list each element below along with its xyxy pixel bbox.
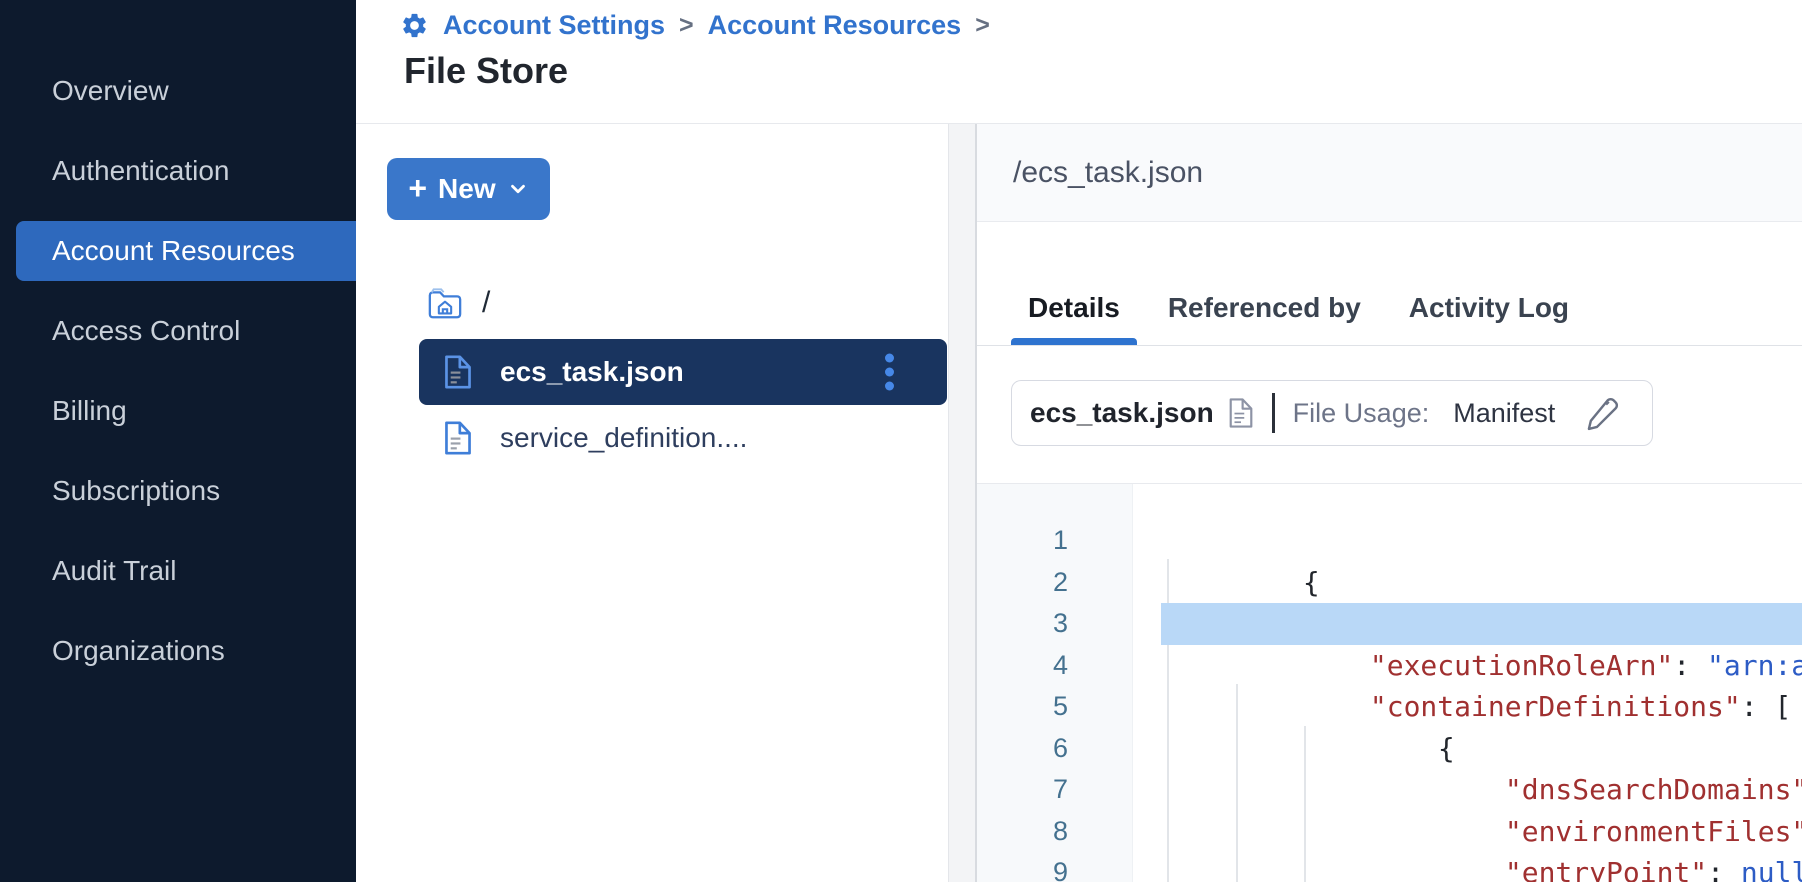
file-icon: [443, 355, 473, 389]
new-button[interactable]: + New: [387, 158, 550, 220]
file-detail-panel: /ecs_task.json Details Referenced by Act…: [976, 124, 1802, 882]
file-summary-card: ecs_task.json File Usage: Manifest: [1011, 380, 1653, 446]
plus-icon: +: [408, 169, 428, 206]
line-number: 2: [1052, 566, 1068, 597]
sidebar-item-billing[interactable]: Billing: [0, 381, 356, 441]
code-line[interactable]: "environmentFiles": null,: [1504, 814, 1802, 848]
panel-gutter: [948, 124, 976, 882]
tab-referenced-by[interactable]: Referenced by: [1151, 270, 1378, 346]
breadcrumb-separator: >: [975, 10, 990, 39]
line-number: 1: [1052, 525, 1068, 555]
file-icon: [443, 421, 473, 455]
tab-label: Activity Log: [1408, 292, 1570, 323]
sidebar-item-audit-trail[interactable]: Audit Trail: [0, 541, 356, 601]
code-line[interactable]: "dnsSearchDomains": null,: [1504, 773, 1802, 806]
document-icon: [1228, 397, 1254, 429]
line-number: 9: [1052, 857, 1068, 882]
file-row-ecs-task[interactable]: ecs_task.json: [419, 339, 947, 405]
sidebar-item-label: Access Control: [52, 315, 241, 346]
sidebar-item-subscriptions[interactable]: Subscriptions: [0, 461, 356, 521]
line-number: 8: [1052, 815, 1068, 846]
sidebar-item-label: Account Resources: [52, 235, 295, 266]
code-line[interactable]: "portMappings": [: [1161, 852, 1802, 882]
tab-activity-log[interactable]: Activity Log: [1392, 270, 1586, 346]
line-number-gutter: 1 2 3 4 5 6 7 8 9: [977, 484, 1133, 882]
file-usage-label: File Usage:: [1292, 397, 1430, 428]
file-usage-value: Manifest: [1453, 397, 1556, 428]
breadcrumb-account-resources[interactable]: Account Resources: [707, 9, 962, 40]
tab-details[interactable]: Details: [1011, 270, 1137, 346]
root-path-label: /: [482, 286, 491, 319]
breadcrumb-separator: >: [679, 10, 694, 39]
file-path: /ecs_task.json: [1013, 155, 1204, 189]
code-line[interactable]: {: [1437, 731, 1455, 765]
tab-label: Referenced by: [1167, 292, 1361, 323]
code-line[interactable]: "ipcMode": null,: [1161, 562, 1802, 640]
page-title: File Store: [404, 50, 569, 91]
sidebar-item-label: Audit Trail: [52, 555, 177, 586]
sidebar-item-label: Billing: [52, 395, 127, 426]
code-line-highlighted[interactable]: "executionRoleArn": "arn:aws:iam::: [1161, 603, 1802, 682]
chevron-down-icon: [510, 184, 525, 194]
breadcrumb-account-settings[interactable]: Account Settings: [443, 9, 666, 40]
line-number: 5: [1052, 691, 1068, 721]
active-tab-underline: [1011, 338, 1137, 346]
code-content: { "ipcMode": null, "executionRoleArn": "…: [1133, 484, 1802, 882]
sidebar: Overview Authentication Account Resource…: [0, 0, 356, 882]
gear-icon: [400, 11, 429, 40]
sidebar-item-authentication[interactable]: Authentication: [0, 141, 356, 201]
code-line[interactable]: "entryPoint": null,: [1504, 856, 1802, 882]
code-viewer: 1 2 3 4 5 6 7 8 9 { "ipcMode": null, "ex…: [977, 483, 1802, 882]
sidebar-item-label: Overview: [52, 75, 169, 106]
line-number: 3: [1052, 608, 1068, 638]
file-name: service_definition....: [500, 422, 748, 453]
breadcrumb: Account Settings > Account Resources >: [400, 8, 990, 42]
file-store-panel: + New / ecs_task.json: [356, 124, 948, 882]
vertical-divider: [1271, 393, 1275, 433]
indent-guide: [1304, 726, 1306, 882]
folder-home-icon: [426, 285, 464, 321]
file-name: ecs_task.json: [500, 356, 684, 387]
card-file-name: ecs_task.json: [1030, 397, 1214, 428]
line-number: 6: [1052, 732, 1068, 763]
sidebar-item-label: Organizations: [52, 635, 225, 666]
indent-guide: [1167, 559, 1169, 882]
code-line[interactable]: "containerDefinitions": [: [1369, 690, 1792, 723]
tab-label: Details: [1028, 292, 1120, 323]
page-header: Account Settings > Account Resources > F…: [356, 0, 1802, 124]
sidebar-item-label: Authentication: [52, 155, 230, 186]
file-path-header: /ecs_task.json: [977, 124, 1802, 222]
sidebar-item-account-resources[interactable]: Account Resources: [16, 221, 356, 281]
file-row-service-definition[interactable]: service_definition....: [419, 411, 947, 465]
sidebar-item-label: Subscriptions: [52, 475, 221, 506]
sidebar-item-overview[interactable]: Overview: [0, 61, 356, 121]
code-line[interactable]: {: [1302, 565, 1320, 599]
sidebar-item-access-control[interactable]: Access Control: [0, 301, 356, 361]
sidebar-item-organizations[interactable]: Organizations: [0, 621, 356, 681]
new-button-label: New: [438, 173, 496, 204]
line-number: 4: [1052, 649, 1068, 680]
indent-guide: [1236, 684, 1238, 882]
tabs-divider: [977, 345, 1802, 346]
kebab-menu-icon[interactable]: [881, 350, 898, 395]
detail-tabs: Details Referenced by Activity Log: [1011, 270, 1586, 346]
edit-pencil-icon[interactable]: [1585, 395, 1621, 431]
sidebar-nav: Overview Authentication Account Resource…: [0, 61, 356, 701]
root-folder-row[interactable]: /: [426, 284, 490, 322]
line-number: 7: [1052, 774, 1068, 804]
